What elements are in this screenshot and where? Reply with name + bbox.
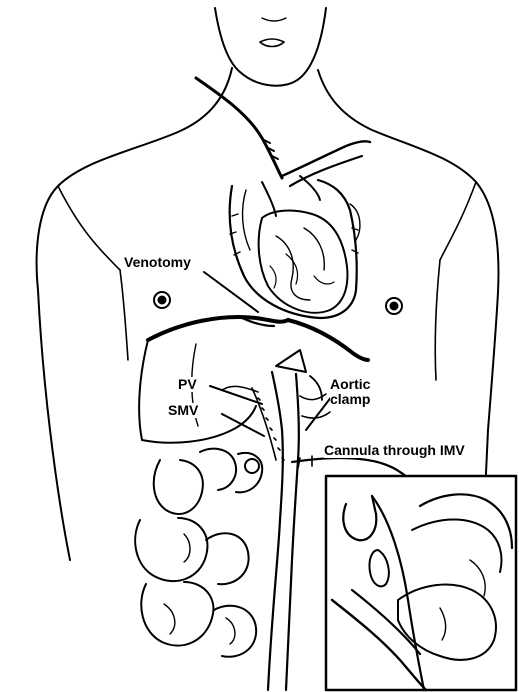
head xyxy=(215,8,326,86)
aortic-clamp-label: Aortic clamp xyxy=(330,377,370,407)
pv-label: PV xyxy=(178,377,197,392)
aortic-clamp xyxy=(306,376,332,430)
inset-detail xyxy=(326,476,516,690)
intestines xyxy=(135,449,262,657)
venotomy-label: Venotomy xyxy=(124,255,191,270)
aortic-clamp-label-line2: clamp xyxy=(330,392,370,407)
nipple-right xyxy=(386,298,402,314)
heart xyxy=(259,211,348,313)
abdominal-vessels xyxy=(222,350,330,690)
cannula-label: Cannula through IMV xyxy=(324,443,465,458)
liver xyxy=(139,340,256,443)
nipple-left xyxy=(154,292,170,308)
smv-label: SMV xyxy=(168,403,198,418)
great-vessels xyxy=(262,141,370,216)
venotomy-pointer xyxy=(204,272,258,312)
diaphragm xyxy=(148,316,368,360)
neck-catheter xyxy=(196,78,282,178)
chest-opening xyxy=(230,180,360,318)
aortic-clamp-label-line1: Aortic xyxy=(330,377,370,392)
